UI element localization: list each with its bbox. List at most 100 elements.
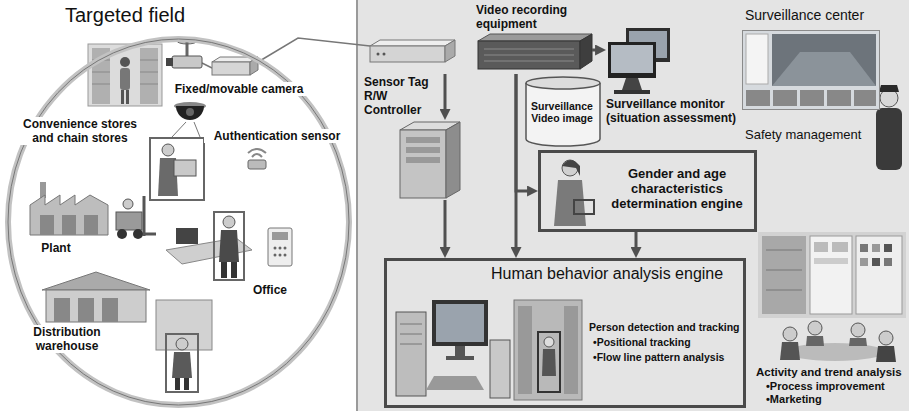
analysis-computers: [490, 340, 510, 398]
loading-worker: [176, 338, 188, 350]
video-recorder: [484, 61, 574, 62]
recording-equipment: Video recording equipment: [360, 4, 592, 74]
auth-sensor-icon: [248, 160, 266, 169]
storage-cylinder: Surveillance Video image: [524, 76, 602, 146]
analysis-screens: [860, 244, 868, 252]
store-camera-view: [564, 306, 578, 394]
site-label: Plant: [32, 241, 80, 255]
meeting-people: [851, 323, 865, 337]
gender-age-engine: Gender and age characteristics determina…: [538, 150, 757, 232]
analysis-computers: [396, 312, 426, 396]
node-title: Targeted field: [65, 4, 185, 27]
auth-sensor-icon: [248, 149, 266, 169]
control-room-screen: [827, 90, 851, 106]
node-title: Surveillance monitor (situation assessme…: [606, 98, 766, 126]
site-label: Office: [244, 283, 296, 297]
surveillance-monitor: Surveillance monitor (situation assessme…: [606, 26, 672, 96]
network-switch: [212, 62, 250, 75]
analysis-screens: [766, 250, 802, 251]
loading-worker: [156, 300, 212, 350]
dome-camera: [172, 102, 206, 137]
analysis-computers: [436, 304, 484, 342]
shopper-figure: [554, 160, 594, 226]
meeting-people: [780, 342, 800, 360]
access-panel: [284, 254, 287, 257]
meeting-people: [876, 346, 896, 362]
meeting-people: [785, 343, 885, 361]
surveillance-monitor-screens: [611, 45, 653, 73]
shopper-figure: [562, 160, 580, 176]
network-router: [377, 53, 380, 56]
video-recorder: [580, 34, 592, 69]
behavior-analysis-engine: Human behavior analysis enginePerson det…: [384, 258, 746, 408]
system-panel: [356, 0, 909, 411]
store-scene: [126, 90, 129, 104]
warehouse-building: [42, 272, 150, 290]
office-scene: [219, 230, 239, 262]
video-recorder: [478, 41, 580, 69]
analysis-screens: [814, 258, 848, 264]
node-text: •Flow line pattern analysis: [593, 351, 724, 363]
site-label: Convenience stores and chain stores: [14, 117, 146, 145]
access-panel: [274, 247, 277, 250]
factory-building: [30, 195, 108, 235]
control-room-screen: [772, 34, 876, 86]
site-label: Fixed/movable camera: [170, 82, 308, 96]
network-router: [370, 40, 455, 46]
store-scene: [88, 44, 162, 106]
controller-server: [446, 122, 460, 198]
meeting-people: [780, 321, 896, 362]
activity-trend-analysis: Activity and trend analysis•Process impr…: [756, 232, 906, 408]
forklift: [123, 199, 133, 209]
surveillance-monitor-screens: [614, 90, 650, 94]
analysis-screens: [832, 242, 848, 252]
warehouse-building: [78, 298, 94, 322]
store-scene: [92, 72, 110, 73]
analysis-computers: [400, 334, 422, 335]
control-room-screen: [772, 52, 876, 86]
forklift: [143, 196, 146, 236]
surveillance-monitor-screens: [622, 78, 642, 90]
node-title: Sensor Tag R/W Controller: [364, 76, 432, 117]
store-camera-view: [544, 337, 554, 347]
site-label: Distribution warehouse: [20, 325, 114, 353]
worker-in-frame: [150, 138, 204, 200]
network-wire: [258, 38, 370, 62]
loading-worker: [166, 334, 198, 392]
office-scene: [214, 212, 244, 280]
surveillance-center: Surveillance centerSafety management: [742, 30, 880, 110]
access-panel: [268, 228, 292, 266]
control-room-screen: [746, 90, 770, 106]
analysis-screens: [762, 236, 806, 314]
node-title: Surveillance Video image: [528, 100, 596, 124]
field-outline: [8, 39, 349, 405]
office-scene: [231, 262, 237, 278]
analysis-screens: [814, 242, 828, 252]
control-room-screen: [746, 34, 768, 84]
store-camera-view: [518, 306, 532, 394]
node-text: Safety management: [745, 128, 861, 143]
dome-camera: [176, 106, 204, 120]
worker-in-frame: [174, 160, 196, 176]
store-camera-view: [538, 332, 560, 392]
analysis-screens: [872, 244, 880, 252]
access-panel: [272, 232, 288, 240]
analysis-computers: [446, 356, 474, 360]
shopper-figure: [574, 200, 594, 214]
store-scene: [140, 84, 158, 85]
warehouse-building: [54, 298, 70, 322]
warehouse-building: [102, 298, 118, 322]
access-panel: [279, 247, 282, 250]
access-panel: [279, 254, 282, 257]
analysis-screens: [766, 290, 802, 291]
control-room-screen: [742, 30, 880, 110]
store-scene: [88, 44, 162, 106]
control-room-screen: [800, 90, 824, 106]
network-router: [370, 40, 455, 62]
video-recorder: [478, 34, 592, 41]
arrow-connector: [635, 232, 638, 252]
access-panel: [274, 254, 277, 257]
dome-camera: [172, 122, 200, 137]
